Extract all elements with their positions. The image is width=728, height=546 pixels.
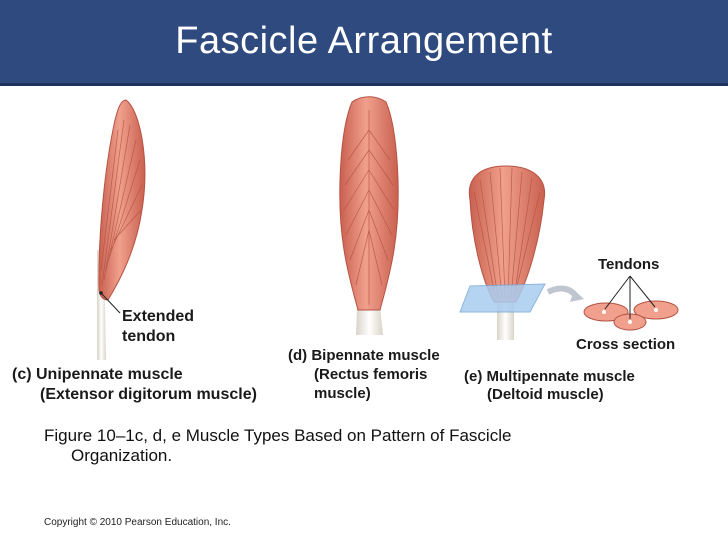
multipennate-muscle-drawing (459, 165, 679, 340)
cross-section (583, 300, 679, 331)
muscle-types-illustration (97, 96, 679, 360)
tendon-pointer-line (100, 292, 121, 314)
multipennate-muscle-label: (e) Multipennate muscle (464, 368, 635, 385)
section-arrowhead (570, 290, 584, 302)
section-arrow (546, 285, 579, 298)
multipennate-belly (468, 165, 546, 303)
title-bar: Fascicle Arrangement (0, 0, 728, 86)
caption-line-1: Figure 10–1c, d, e Muscle Types Based on… (44, 426, 512, 445)
slide-title: Fascicle Arrangement (175, 20, 553, 62)
cross-section-label: Cross section (576, 336, 676, 353)
multipennate-example-label: (Deltoid muscle) (487, 386, 604, 403)
bipennate-example-label-line1: (Rectus femoris (314, 366, 428, 383)
title-bar-accent (0, 83, 728, 86)
bipennate-tendon (356, 305, 383, 335)
extended-tendon-label-line2: tendon (122, 328, 176, 345)
unipennate-muscle-drawing (97, 99, 146, 360)
bipennate-muscle-label: (d) Bipennate muscle (288, 347, 440, 364)
caption-line-2: Organization. (71, 446, 173, 465)
copyright-notice: Copyright © 2010 Pearson Education, Inc. (44, 517, 231, 528)
bipennate-example-label-line2: muscle) (314, 385, 371, 402)
unipennate-example-label: (Extensor digitorum muscle) (40, 386, 257, 403)
extended-tendon-label-line1: Extended (122, 308, 195, 325)
tendons-pointer-lines (604, 275, 656, 319)
figure-caption: Figure 10–1c, d, e Muscle Types Based on… (44, 426, 664, 466)
unipennate-muscle-label: (c) Unipennate muscle (12, 366, 183, 383)
section-plane (459, 283, 546, 313)
tendons-label: Tendons (598, 256, 660, 273)
bipennate-muscle-drawing (339, 96, 399, 335)
